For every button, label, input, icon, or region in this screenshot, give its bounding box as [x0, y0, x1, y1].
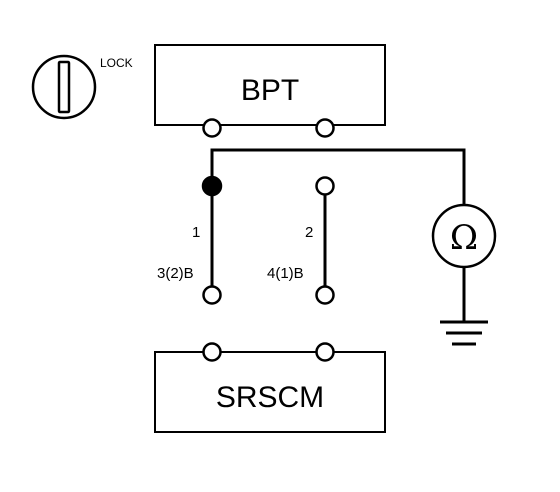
pin-label-3-2b: 3(2)B [157, 265, 194, 282]
bpt-terminal-left [202, 118, 222, 138]
connector-terminal-2 [315, 176, 335, 196]
lock-label: LOCK [100, 56, 133, 70]
probe-point-filled [201, 175, 223, 197]
ignition-key-icon [31, 54, 97, 120]
pin-label-2: 2 [305, 224, 313, 241]
ohm-symbol: Ω [450, 218, 478, 258]
pin-label-1: 1 [192, 224, 200, 241]
srscm-terminal-right [315, 342, 335, 362]
srscm-terminal-left [202, 342, 222, 362]
connector-terminal-3-2b [202, 285, 222, 305]
bpt-terminal-right [315, 118, 335, 138]
srscm-box [154, 351, 386, 433]
connector-terminal-4-1b [315, 285, 335, 305]
ohmmeter-icon [431, 203, 497, 269]
pin-label-4-1b: 4(1)B [267, 265, 304, 282]
srscm-label: SRSCM [216, 381, 324, 414]
bpt-label: BPT [241, 74, 299, 107]
bpt-box [154, 44, 386, 126]
ground-icon [440, 320, 488, 346]
wire-to-ohmmeter [210, 148, 466, 207]
